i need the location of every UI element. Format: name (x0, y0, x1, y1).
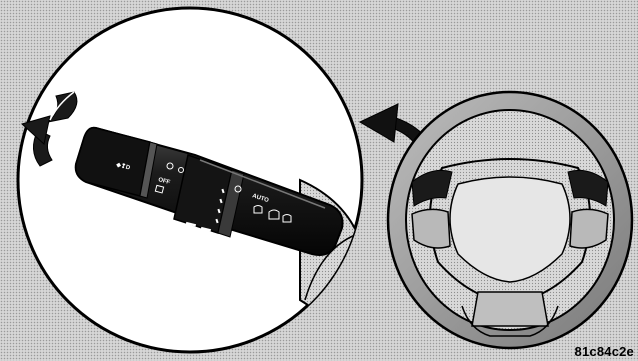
figure-code: 81c84c2e (575, 344, 634, 359)
magnified-detail-circle: ◆❢D OFF AUTO (18, 8, 362, 352)
steering-wheel-illustration (388, 92, 632, 348)
